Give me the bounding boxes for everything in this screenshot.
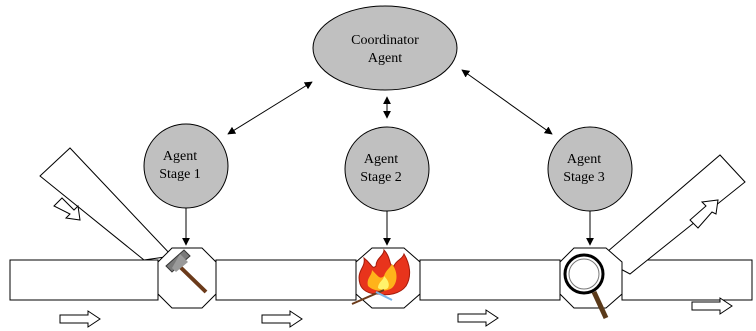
agent-stage-2-label-line2: Stage 2 [360,170,402,185]
hammer-icon [165,249,208,294]
agent-stage-1-label-line1: Agent [163,149,197,164]
coordinator-label-line2: Agent [368,51,402,66]
coordinator-agent-node: Coordinator Agent [312,5,458,91]
coordinator-label-line1: Coordinator [351,33,419,48]
magnifying-glass-icon [563,253,609,320]
agent-stage-3-node: Agent Stage 3 [547,126,633,212]
stage-links [182,208,594,246]
link-coordinator-stage-3 [461,69,553,135]
fire-torch-icon [351,248,411,305]
conveyor-segment-1 [9,259,159,301]
agent-stage-1-node: Agent Stage 1 [143,123,229,209]
agent-stage-1-label-line2: Stage 1 [159,167,201,182]
conveyor-segment-4 [621,259,753,301]
flow-arrow-icon [691,297,733,315]
agent-stage-2-label-line1: Agent [364,152,398,167]
flow-arrow-icon [457,309,499,327]
link-coordinator-stage-1 [227,81,313,135]
conveyor-belt [9,259,753,301]
agent-stage-3-label-line2: Stage 3 [563,170,605,185]
agent-stage-2-node: Agent Stage 2 [344,126,430,212]
flow-arrow-icon [689,199,719,229]
agent-stage-3-label-line1: Agent [567,152,601,167]
coordinator-links [227,69,553,135]
flow-arrow-icon [53,197,81,221]
conveyor-segment-3 [419,259,561,301]
conveyor-segment-2 [215,259,357,301]
flow-arrow-icon [261,310,303,328]
flow-arrow-icon [59,310,101,328]
flow-arrows [53,197,733,328]
